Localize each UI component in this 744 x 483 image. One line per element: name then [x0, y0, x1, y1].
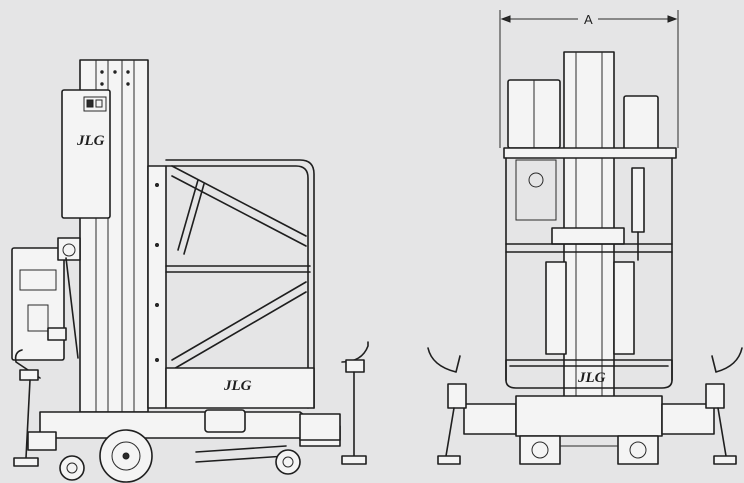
- front-platform: JLG: [503, 147, 677, 389]
- front-chassis: [463, 395, 715, 465]
- side-control-box: JLG: [61, 89, 111, 219]
- front-outrigger-right: [705, 347, 743, 465]
- jlg-logo-platform: JLG: [223, 378, 252, 394]
- side-outrigger-left: [13, 349, 41, 467]
- jlg-logo-front-platform: JLG: [577, 370, 606, 386]
- side-view: JLG: [11, 59, 369, 483]
- side-wheels: [59, 429, 301, 483]
- front-view: A: [427, 10, 743, 465]
- dimension-a: A: [499, 10, 679, 148]
- jlg-logo-control-box: JLG: [76, 133, 105, 149]
- side-rear-unit: [11, 237, 81, 361]
- front-rear-unit: [623, 95, 659, 151]
- side-outrigger-right: [341, 341, 369, 465]
- dimension-a-label: A: [584, 12, 593, 27]
- front-outrigger-left: [427, 347, 467, 465]
- side-platform: JLG: [147, 159, 315, 409]
- front-control-box: [507, 79, 561, 149]
